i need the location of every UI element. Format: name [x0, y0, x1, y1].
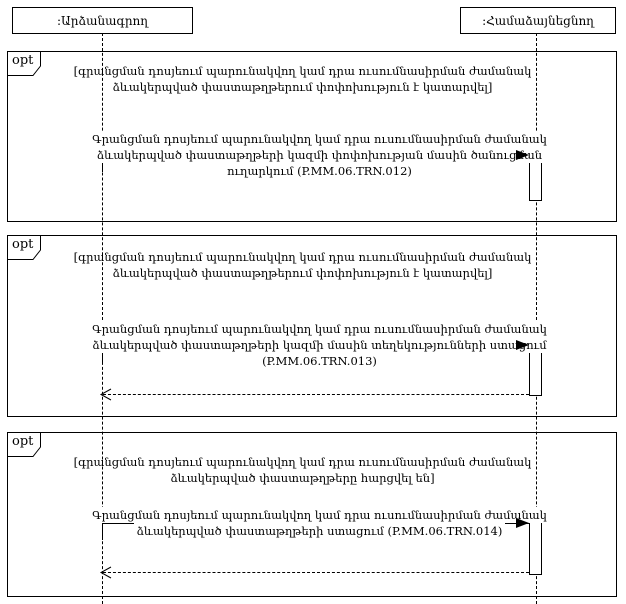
- message-line: (P.MM.06.TRN.013): [259, 353, 380, 369]
- lifeline-registrar: [102, 33, 103, 604]
- guard-line: ձևակերպված փաստաթղթերում փոփոխություն է …: [112, 80, 493, 94]
- message-line: ձևակերպված փաստաթղթերի կազմի մասին տեղեկ…: [89, 337, 550, 353]
- guard-condition-3: [գրանցման դոսյեում պարունակվող կամ դրա ո…: [61, 454, 544, 486]
- actor-registrar: :Արձանագրող: [12, 7, 193, 34]
- opt-operator-tab: opt: [7, 51, 43, 76]
- guard-line: [գրանցման դոսյեում պարունակվող կամ դրա ո…: [73, 250, 532, 264]
- opt-operator-tab: opt: [7, 432, 43, 457]
- message-2-label: Գրանցման դոսյեում պարունակվող կամ դրա ու…: [89, 321, 550, 369]
- guard-line: [գրանցման դոսյեում պարունակվող կամ դրա ո…: [73, 64, 532, 78]
- opt-operator-label: opt: [12, 53, 34, 68]
- message-1-label: Գրանցման դոսյեում պարունակվող կամ դրա ու…: [89, 131, 550, 179]
- opt-operator-tab: opt: [7, 235, 43, 260]
- message-line: ձևակերպված փաստաթղթերի ստացում (P.MM.06.…: [133, 523, 506, 539]
- message-line: ձևակերպված փաստաթղթերի կազմի փոփոխության…: [93, 147, 546, 163]
- opt-tab-shape: [7, 432, 41, 457]
- return-3-line: [103, 572, 529, 573]
- guard-line: [գրանցման դոսյեում պարունակվող կամ դրա ո…: [73, 455, 532, 469]
- opt-operator-label: opt: [12, 434, 34, 449]
- actor-registrar-label: :Արձանագրող: [57, 13, 148, 28]
- message-3-sender-tick: [102, 523, 103, 540]
- return-3-open-arrowhead-icon: [99, 566, 112, 579]
- message-2-arrowhead-icon: [516, 340, 529, 350]
- message-line: Գրանցման դոսյեում պարունակվող կամ դրա ու…: [89, 131, 550, 147]
- opt-tab-shape: [7, 235, 41, 260]
- opt-operator-label: opt: [12, 237, 34, 252]
- actor-approver: :Համաձայնեցնող: [460, 7, 616, 34]
- message-line: Գրանցման դոսյեում պարունակվող կամ դրա ու…: [89, 321, 550, 337]
- guard-line: ձևակերպված փաստաթղթերը հարցվել են]: [170, 471, 435, 485]
- opt-fragment-2: opt [գրանցման դոսյեում պարունակվող կամ դ…: [7, 235, 617, 417]
- message-1-arrowhead-icon: [516, 150, 529, 160]
- message-line: Գրանցման դոսյեում պարունակվող կամ դրա ու…: [89, 507, 550, 523]
- message-3-label: Գրանցման դոսյեում պարունակվող կամ դրա ու…: [89, 507, 550, 539]
- message-3-arrowhead-icon: [516, 518, 529, 528]
- actor-approver-label: :Համաձայնեցնող: [482, 13, 594, 28]
- message-2-sender-tick: [102, 345, 103, 362]
- opt-tab-shape: [7, 51, 41, 76]
- guard-condition-1: [գրանցման դոսյեում պարունակվող կամ դրա ո…: [61, 63, 544, 95]
- guard-line: ձևակերպված փաստաթղթերում փոփոխություն է …: [112, 266, 493, 280]
- opt-fragment-1: opt [գրանցման դոսյեում պարունակվող կամ դ…: [7, 51, 617, 222]
- lifeline-approver: [536, 33, 537, 604]
- opt-fragment-3: opt [գրանցման դոսյեում պարունակվող կամ դ…: [7, 432, 617, 597]
- guard-condition-2: [գրանցման դոսյեում պարունակվող կամ դրա ո…: [61, 249, 544, 281]
- return-2-open-arrowhead-icon: [99, 388, 112, 401]
- message-1-sender-tick: [102, 155, 103, 172]
- return-2-line: [103, 394, 529, 395]
- message-line: ուղարկում (P.MM.06.TRN.012): [224, 163, 415, 179]
